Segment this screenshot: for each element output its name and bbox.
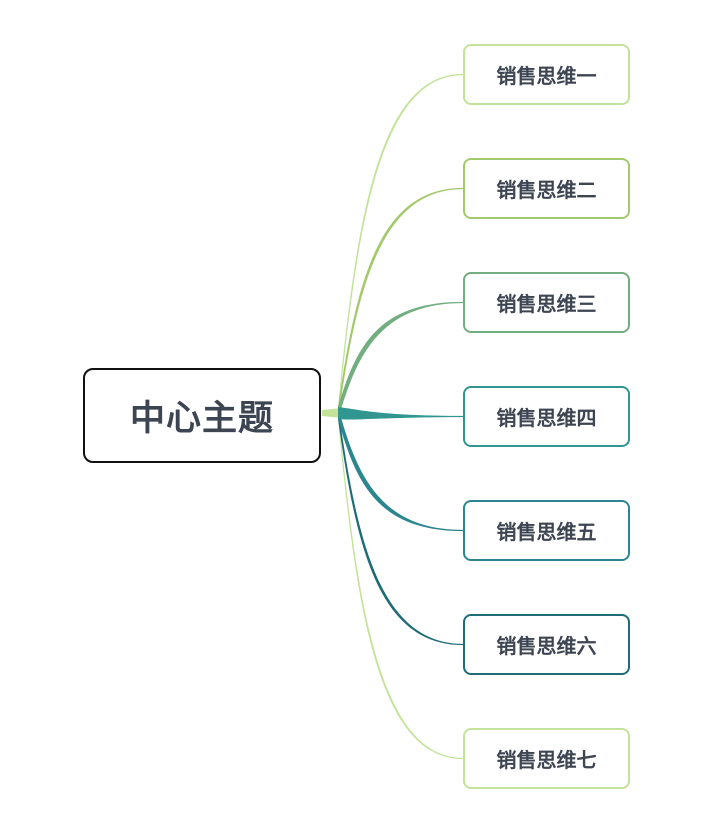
subtopic-label: 销售思维三 [496,292,597,316]
subtopic-label: 销售思维一 [496,64,597,88]
subtopic-label: 销售思维四 [496,406,597,430]
subtopic-node-3[interactable]: 销售思维三 [463,272,630,333]
subtopic-node-7[interactable]: 销售思维七 [463,728,630,789]
subtopic-label: 销售思维二 [496,178,597,202]
branch-connector-5 [338,407,463,532]
central-topic-node[interactable]: 中心主题 [83,368,321,463]
branch-connector-4 [338,407,463,420]
subtopic-node-4[interactable]: 销售思维四 [463,386,630,447]
branch-connector-6 [338,407,463,646]
branch-stub [322,408,342,418]
subtopic-label: 销售思维六 [496,634,597,658]
subtopic-node-6[interactable]: 销售思维六 [463,614,630,675]
subtopic-node-5[interactable]: 销售思维五 [463,500,630,561]
subtopic-node-2[interactable]: 销售思维二 [463,158,630,219]
branch-connector-7 [338,407,463,760]
subtopic-label: 销售思维五 [496,520,597,544]
subtopic-label: 销售思维七 [496,748,597,772]
branch-connector-3 [338,301,463,419]
central-topic-label: 中心主题 [129,399,274,439]
subtopic-node-1[interactable]: 销售思维一 [463,44,630,105]
